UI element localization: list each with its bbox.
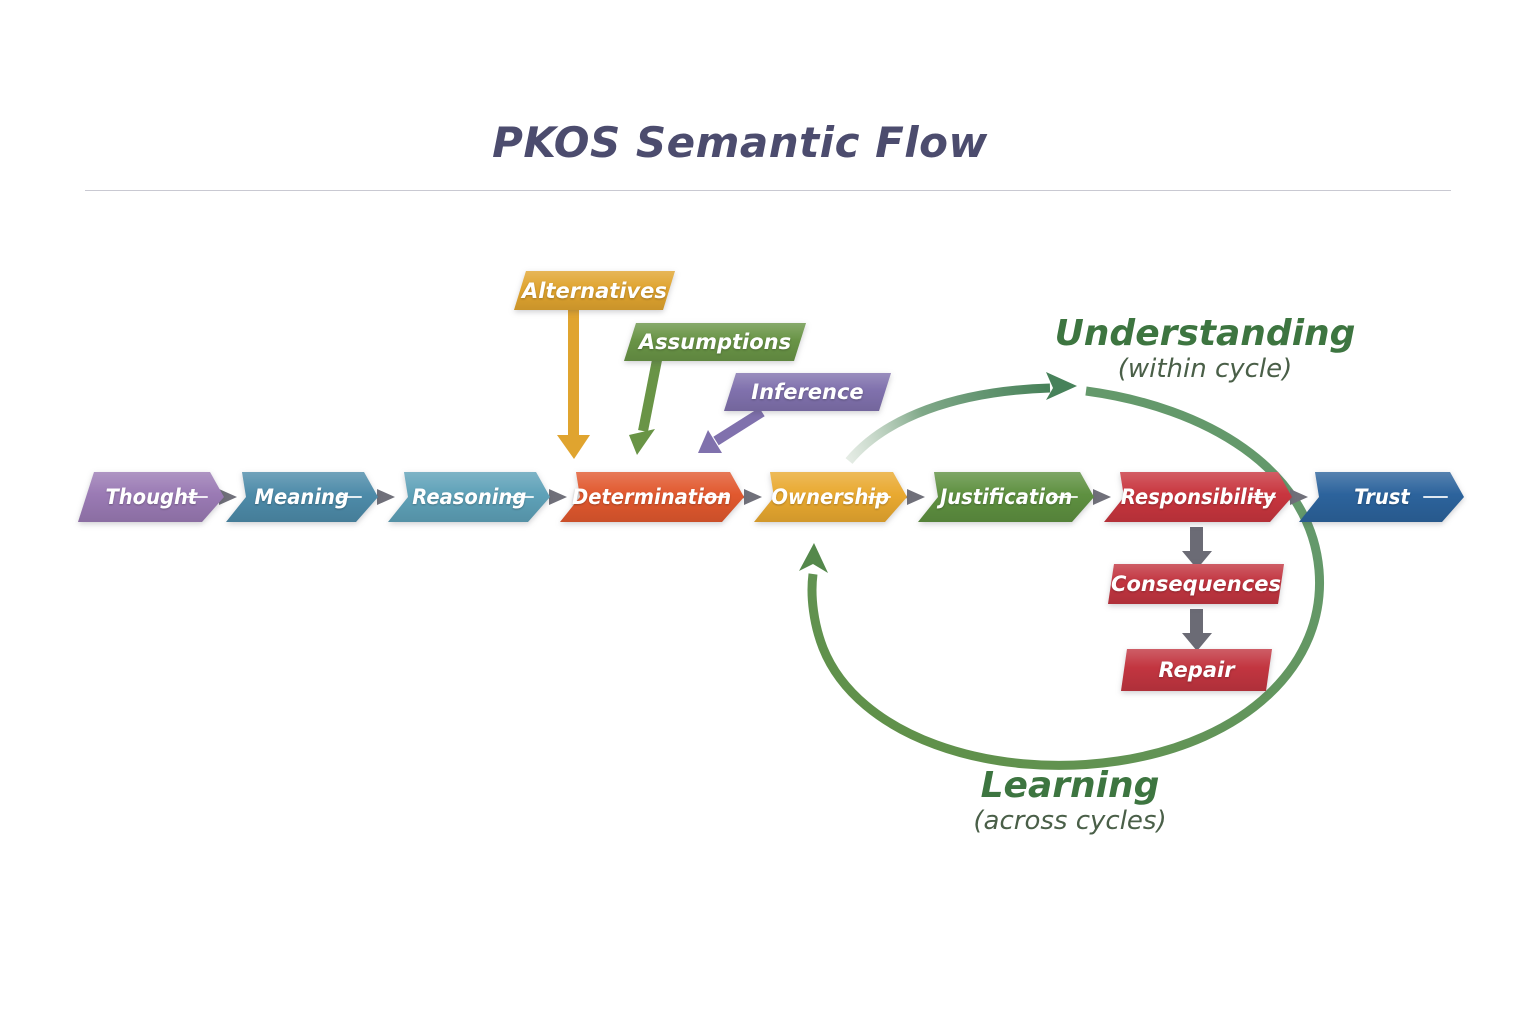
assumptions-box-shape (624, 323, 806, 361)
learning-subtitle: (across cycles) (973, 805, 1167, 836)
flow-step-justification: Justification (918, 472, 1094, 522)
flow-step-determination: Determination (560, 472, 744, 522)
whoosh-line (1247, 496, 1276, 498)
inference-arrow (698, 407, 765, 453)
alternatives-label: Alternatives (522, 278, 667, 303)
flow-step-reasoning: Reasoning (388, 472, 550, 522)
whoosh-line (186, 496, 208, 498)
whoosh-line (1051, 496, 1078, 498)
whoosh-line (700, 496, 728, 498)
assumptions-label: Assumptions (638, 330, 792, 354)
whoosh-line (339, 496, 362, 498)
alternatives-arrowhead-icon (557, 435, 590, 459)
whoosh-line (509, 496, 534, 498)
input-box-alternatives: Alternatives (514, 271, 675, 310)
step-shape (226, 472, 378, 522)
title-divider (85, 190, 1451, 191)
understanding-title: Understanding (1054, 313, 1356, 354)
page-title: PKOS Semantic Flow (492, 118, 988, 167)
assumptions-arrowhead-icon (629, 429, 655, 455)
flow-step-label: Meaning (254, 485, 350, 509)
flow-step-ownership: Ownership (754, 472, 907, 522)
learning-arrowhead-icon (799, 543, 828, 573)
understanding-annotation: Understanding (within cycle) (1040, 314, 1370, 385)
input-box-inference: Inference (724, 373, 891, 411)
step-shape (754, 472, 907, 522)
consequences-label: Consequences (1111, 572, 1281, 596)
understanding-subtitle: (within cycle) (1117, 353, 1293, 384)
flow-step-label: Trust (1353, 485, 1410, 509)
feedback-box-consequences: Consequences (1108, 564, 1284, 604)
flow-step-label: Reasoning (411, 485, 527, 509)
input-box-assumptions: Assumptions (624, 323, 806, 361)
flow-step-label: Justification (939, 485, 1073, 509)
whoosh-line (868, 496, 891, 498)
flow-step-trust: Trust (1299, 472, 1464, 522)
assumptions-arrow (629, 359, 662, 455)
repair-box-shape (1121, 649, 1272, 691)
learning-title: Learning (980, 765, 1160, 806)
flow-step-responsibility: Responsibility (1104, 472, 1292, 522)
step-shape (388, 472, 550, 522)
learning-annotation: Learning (across cycles) (910, 766, 1230, 837)
feedback-box-repair: Repair (1121, 649, 1272, 691)
repair-label: Repair (1158, 658, 1235, 682)
whoosh-line (1423, 496, 1448, 498)
alternatives-box-shape (514, 271, 675, 310)
flow-step-thought: Thought (78, 472, 224, 522)
consequences-box-shape (1108, 564, 1284, 604)
flow-step-label: Thought (105, 485, 197, 509)
alternatives-arrow (557, 308, 590, 459)
inference-box-shape (724, 373, 891, 411)
inference-arrowhead-icon (698, 430, 722, 453)
down-arrow (1182, 609, 1212, 651)
flow-step-meaning: Meaning (226, 472, 378, 522)
down-arrow (1182, 527, 1212, 569)
inference-label: Inference (751, 380, 864, 404)
